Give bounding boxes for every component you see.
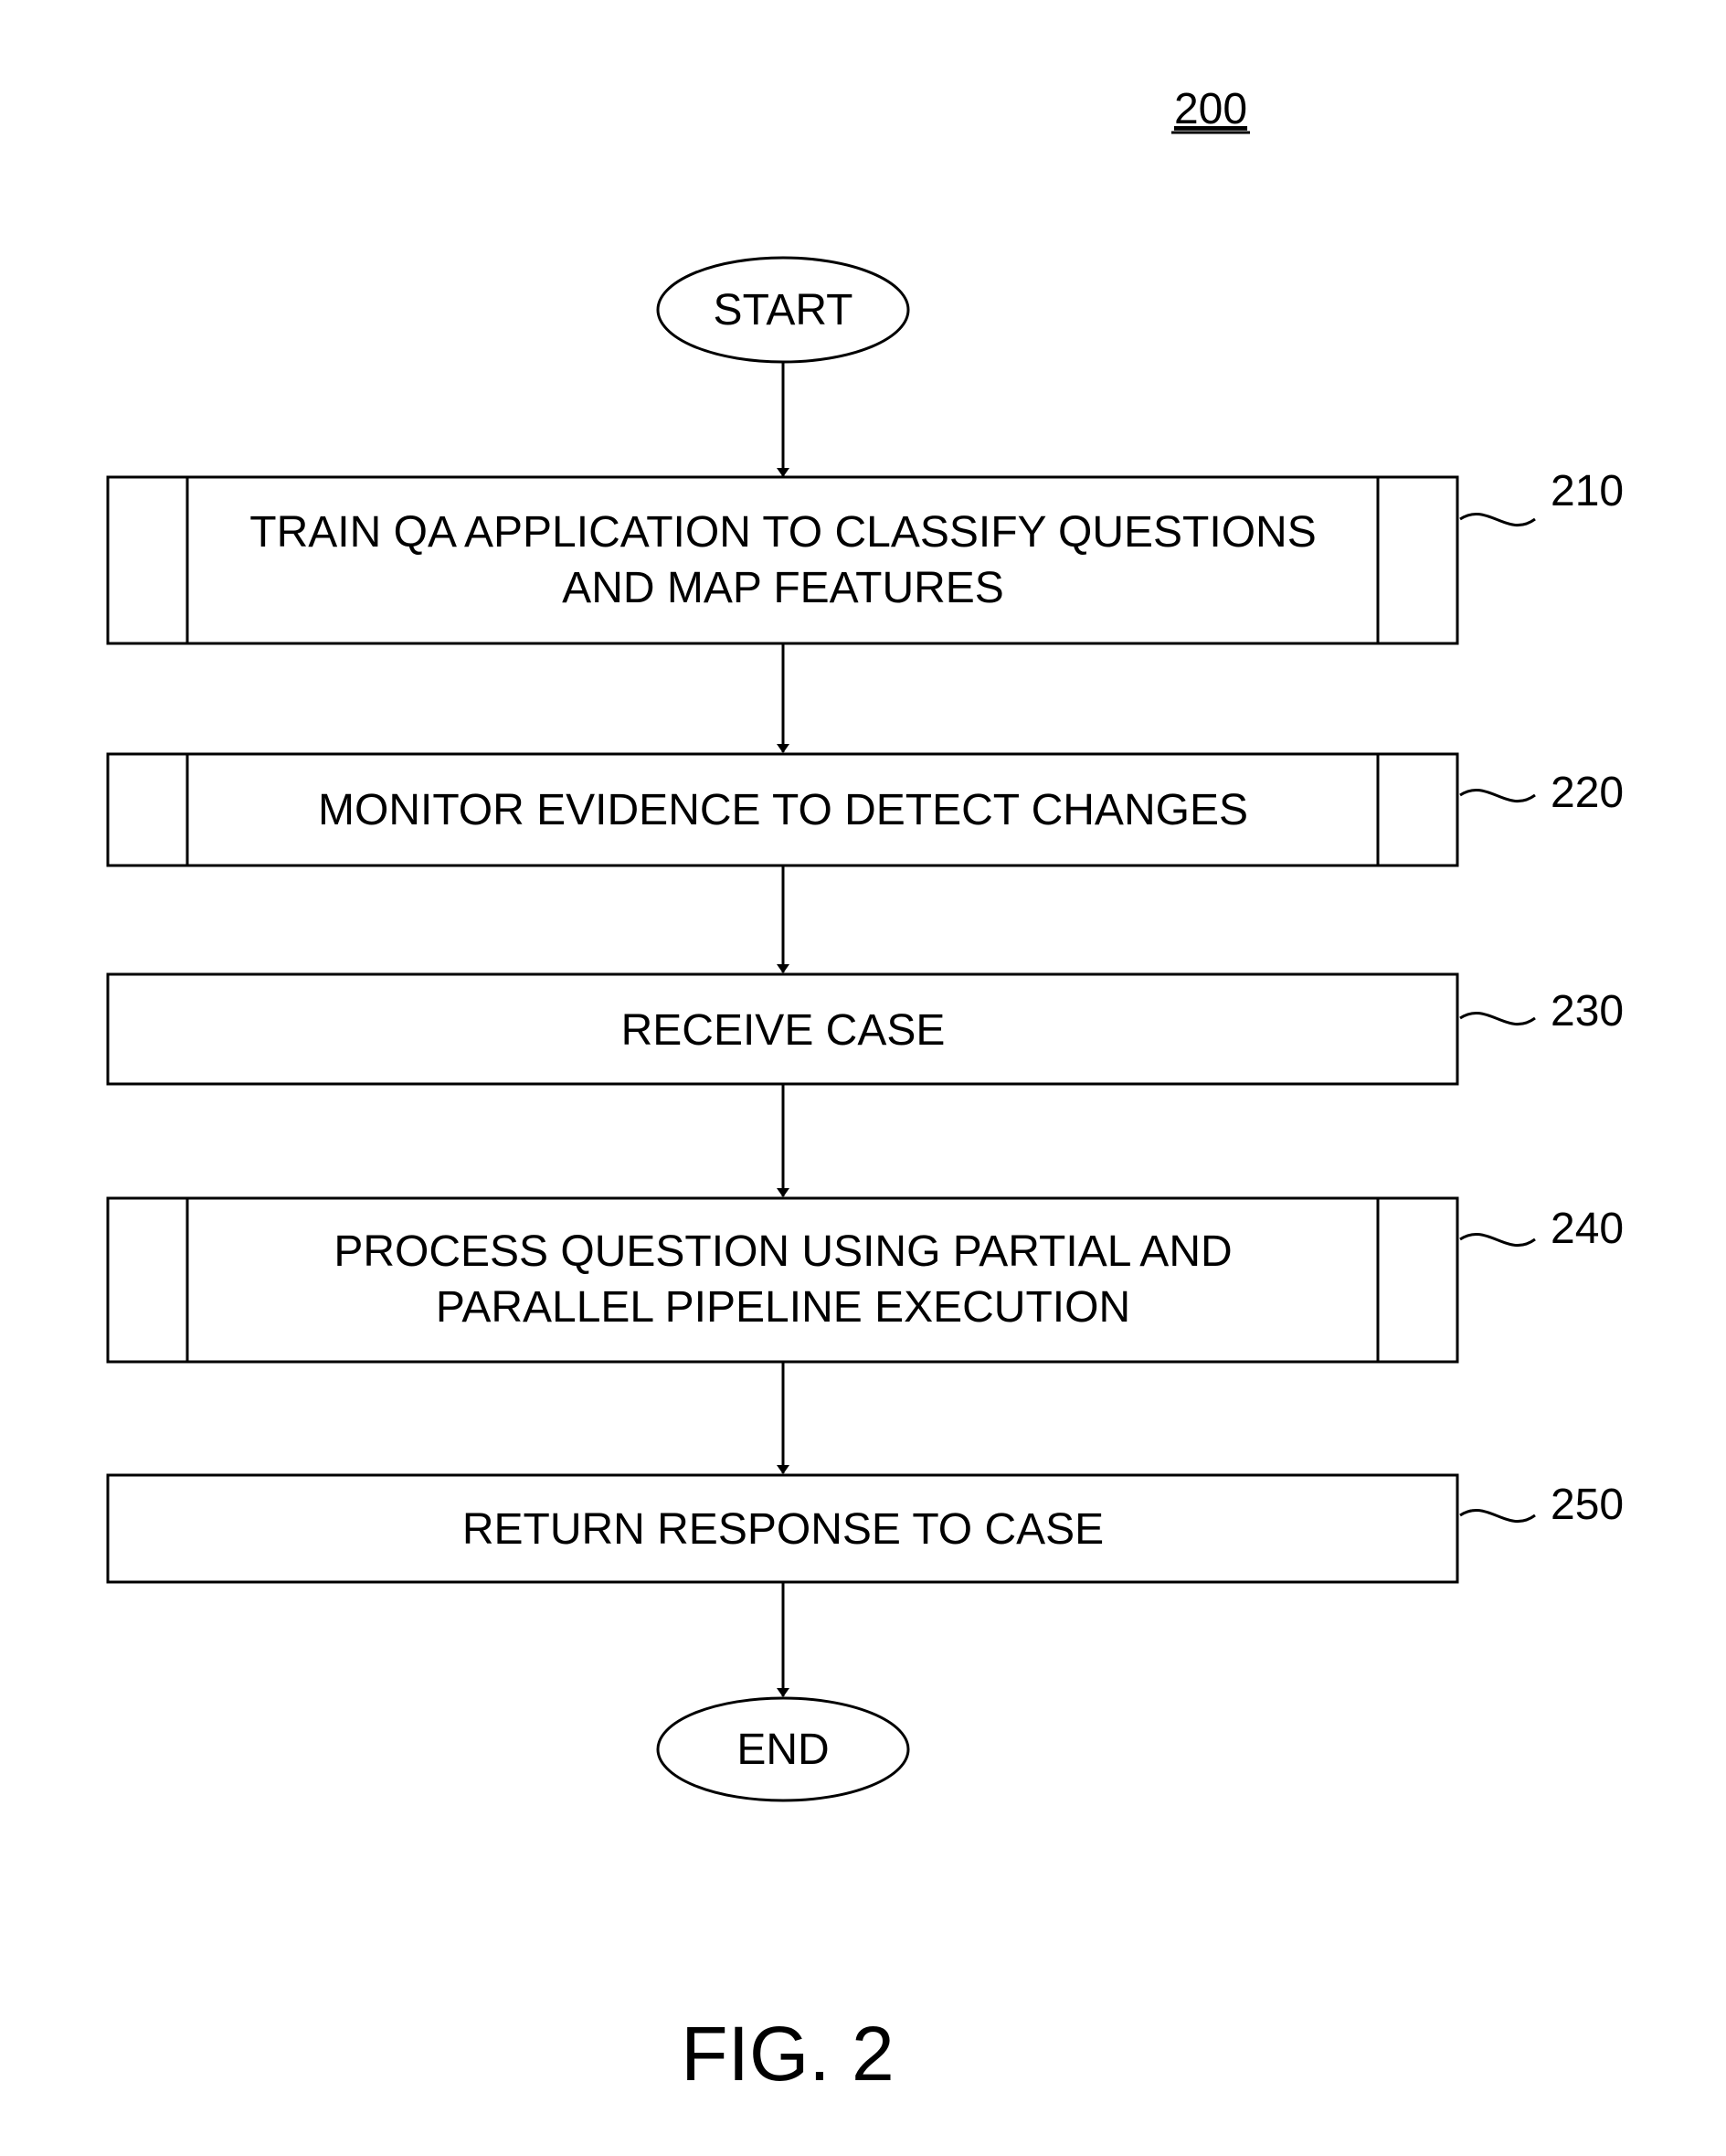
start-label: START xyxy=(714,286,853,335)
step-250-ref: 250 xyxy=(1551,1481,1624,1529)
step-230-box: RECEIVE CASE 230 xyxy=(108,974,1624,1084)
step-250-leader-line xyxy=(1460,1510,1535,1521)
step-230-ref: 230 xyxy=(1551,987,1624,1036)
step-210-text-line-2: AND MAP FEATURES xyxy=(562,564,1004,612)
figure-reference-number: 200 xyxy=(1174,85,1247,133)
step-210-text-line-1: TRAIN QA APPLICATION TO CLASSIFY QUESTIO… xyxy=(249,508,1316,557)
step-240-leader-line xyxy=(1460,1234,1535,1245)
step-240-box: PROCESS QUESTION USING PARTIAL AND PARAL… xyxy=(108,1198,1624,1362)
end-label: END xyxy=(736,1726,829,1774)
start-terminal: START xyxy=(658,258,908,362)
step-220-text: MONITOR EVIDENCE TO DETECT CHANGES xyxy=(318,786,1248,834)
step-220-box: MONITOR EVIDENCE TO DETECT CHANGES 220 xyxy=(108,754,1624,866)
step-210-box: TRAIN QA APPLICATION TO CLASSIFY QUESTIO… xyxy=(108,467,1624,643)
step-220-leader-line xyxy=(1460,790,1535,801)
step-240-text-line-2: PARALLEL PIPELINE EXECUTION xyxy=(436,1283,1130,1332)
figure-caption: FIG. 2 xyxy=(681,2011,894,2097)
step-230-text: RECEIVE CASE xyxy=(621,1006,946,1055)
step-210-leader-line xyxy=(1460,514,1535,525)
step-250-box: RETURN RESPONSE TO CASE 250 xyxy=(108,1475,1624,1582)
step-250-text: RETURN RESPONSE TO CASE xyxy=(462,1505,1104,1554)
step-240-ref: 240 xyxy=(1551,1205,1624,1253)
step-210-ref: 210 xyxy=(1551,467,1624,515)
step-230-leader-line xyxy=(1460,1013,1535,1024)
step-220-ref: 220 xyxy=(1551,769,1624,817)
step-240-text-line-1: PROCESS QUESTION USING PARTIAL AND xyxy=(334,1227,1232,1276)
end-terminal: END xyxy=(658,1698,908,1800)
